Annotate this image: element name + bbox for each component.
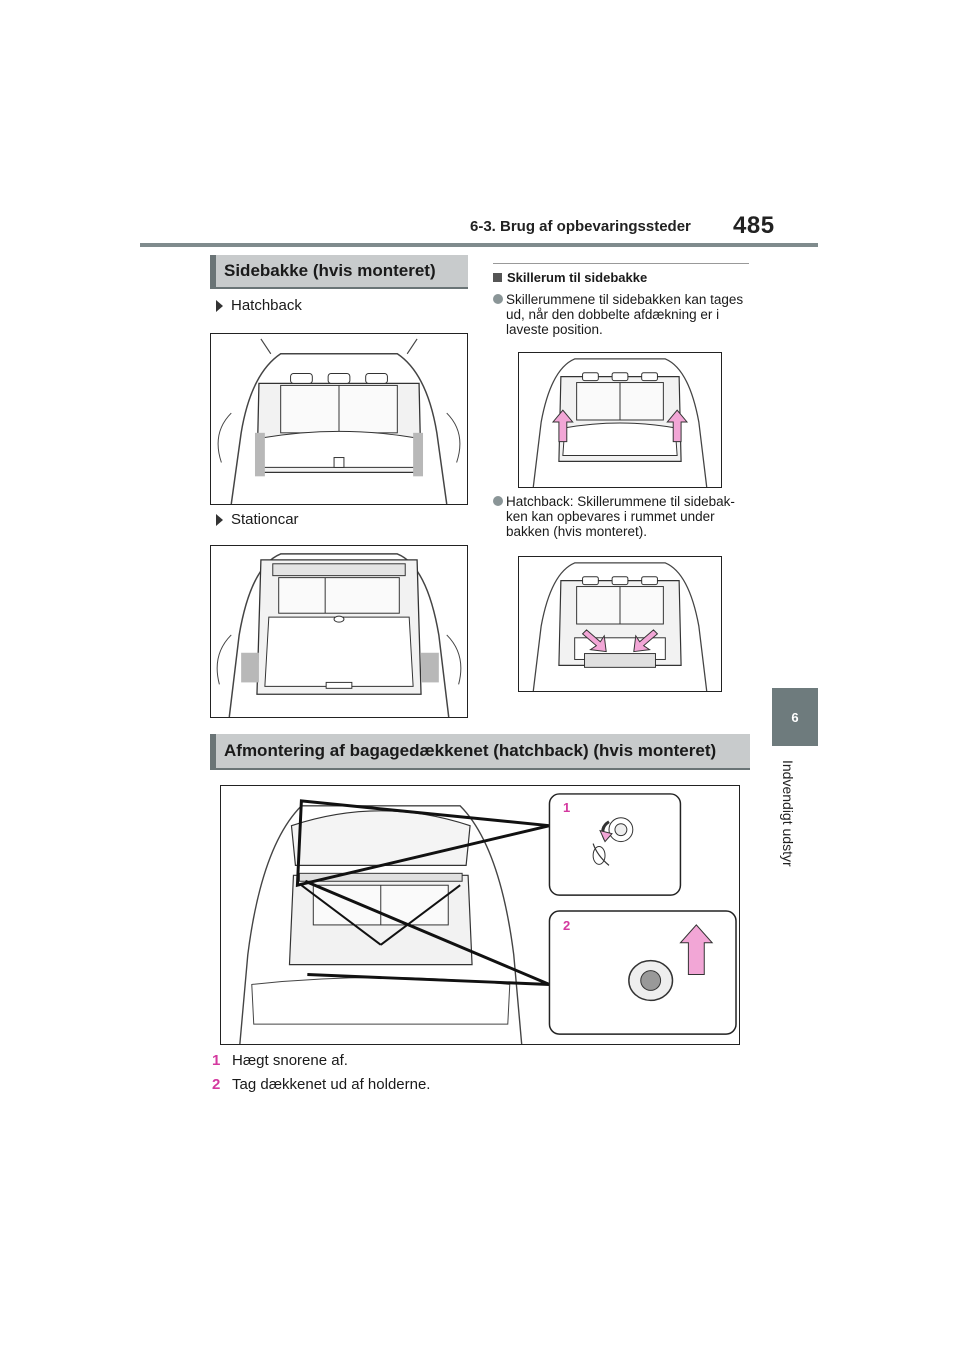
step-text: Tag dækkenet ud af holderne. bbox=[232, 1076, 431, 1093]
chapter-label: Indvendigt udstyr bbox=[780, 760, 796, 867]
bullet-item: Hatchback: Skillerummene til sidebak-ken… bbox=[493, 494, 749, 539]
illustration-divider-storage bbox=[518, 556, 722, 692]
triangle-bullet-icon bbox=[216, 299, 223, 312]
subsection-title: Skillerum til sidebakke bbox=[507, 270, 648, 285]
bullet-text: Skillerummene til sidebakken kan tages u… bbox=[506, 292, 744, 337]
variant-label: Hatchback bbox=[231, 297, 302, 314]
variant-stationcar: Stationcar bbox=[216, 511, 299, 528]
illustration-stationcar-trunk bbox=[210, 545, 468, 718]
illustration-divider-removal bbox=[518, 352, 722, 488]
header-rule bbox=[140, 243, 818, 247]
chapter-tab: 6 bbox=[772, 688, 818, 746]
round-bullet-icon bbox=[493, 496, 503, 506]
variant-label: Stationcar bbox=[231, 511, 299, 528]
callout-number-2: 2 bbox=[563, 918, 571, 933]
running-header-section: 6-3. Brug af opbevaringssteder bbox=[470, 218, 691, 235]
callout-number-1: 1 bbox=[563, 800, 571, 815]
bullet-item: Skillerummene til sidebakken kan tages u… bbox=[493, 292, 749, 337]
step-number: 2 bbox=[212, 1076, 221, 1093]
page-number: 485 bbox=[733, 212, 775, 239]
square-bullet-icon bbox=[493, 273, 502, 282]
step-text: Hægt snorene af. bbox=[232, 1052, 348, 1069]
variant-hatchback: Hatchback bbox=[216, 297, 302, 314]
round-bullet-icon bbox=[493, 294, 503, 304]
section-heading-side-tray: Sidebakke (hvis monteret) bbox=[210, 255, 468, 289]
step-number: 1 bbox=[212, 1052, 221, 1069]
illustration-hatchback-trunk bbox=[210, 333, 468, 505]
subsection-heading: Skillerum til sidebakke bbox=[493, 263, 749, 285]
illustration-cover-removal: 1 2 bbox=[220, 785, 740, 1045]
section-heading-cover-removal: Afmontering af bagagedækkenet (hatchback… bbox=[210, 734, 750, 770]
bullet-text: Hatchback: Skillerummene til sidebak-ken… bbox=[506, 494, 735, 539]
step-item: 1 Hægt snorene af. bbox=[212, 1052, 348, 1069]
step-item: 2 Tag dækkenet ud af holderne. bbox=[212, 1076, 430, 1093]
triangle-bullet-icon bbox=[216, 513, 223, 526]
